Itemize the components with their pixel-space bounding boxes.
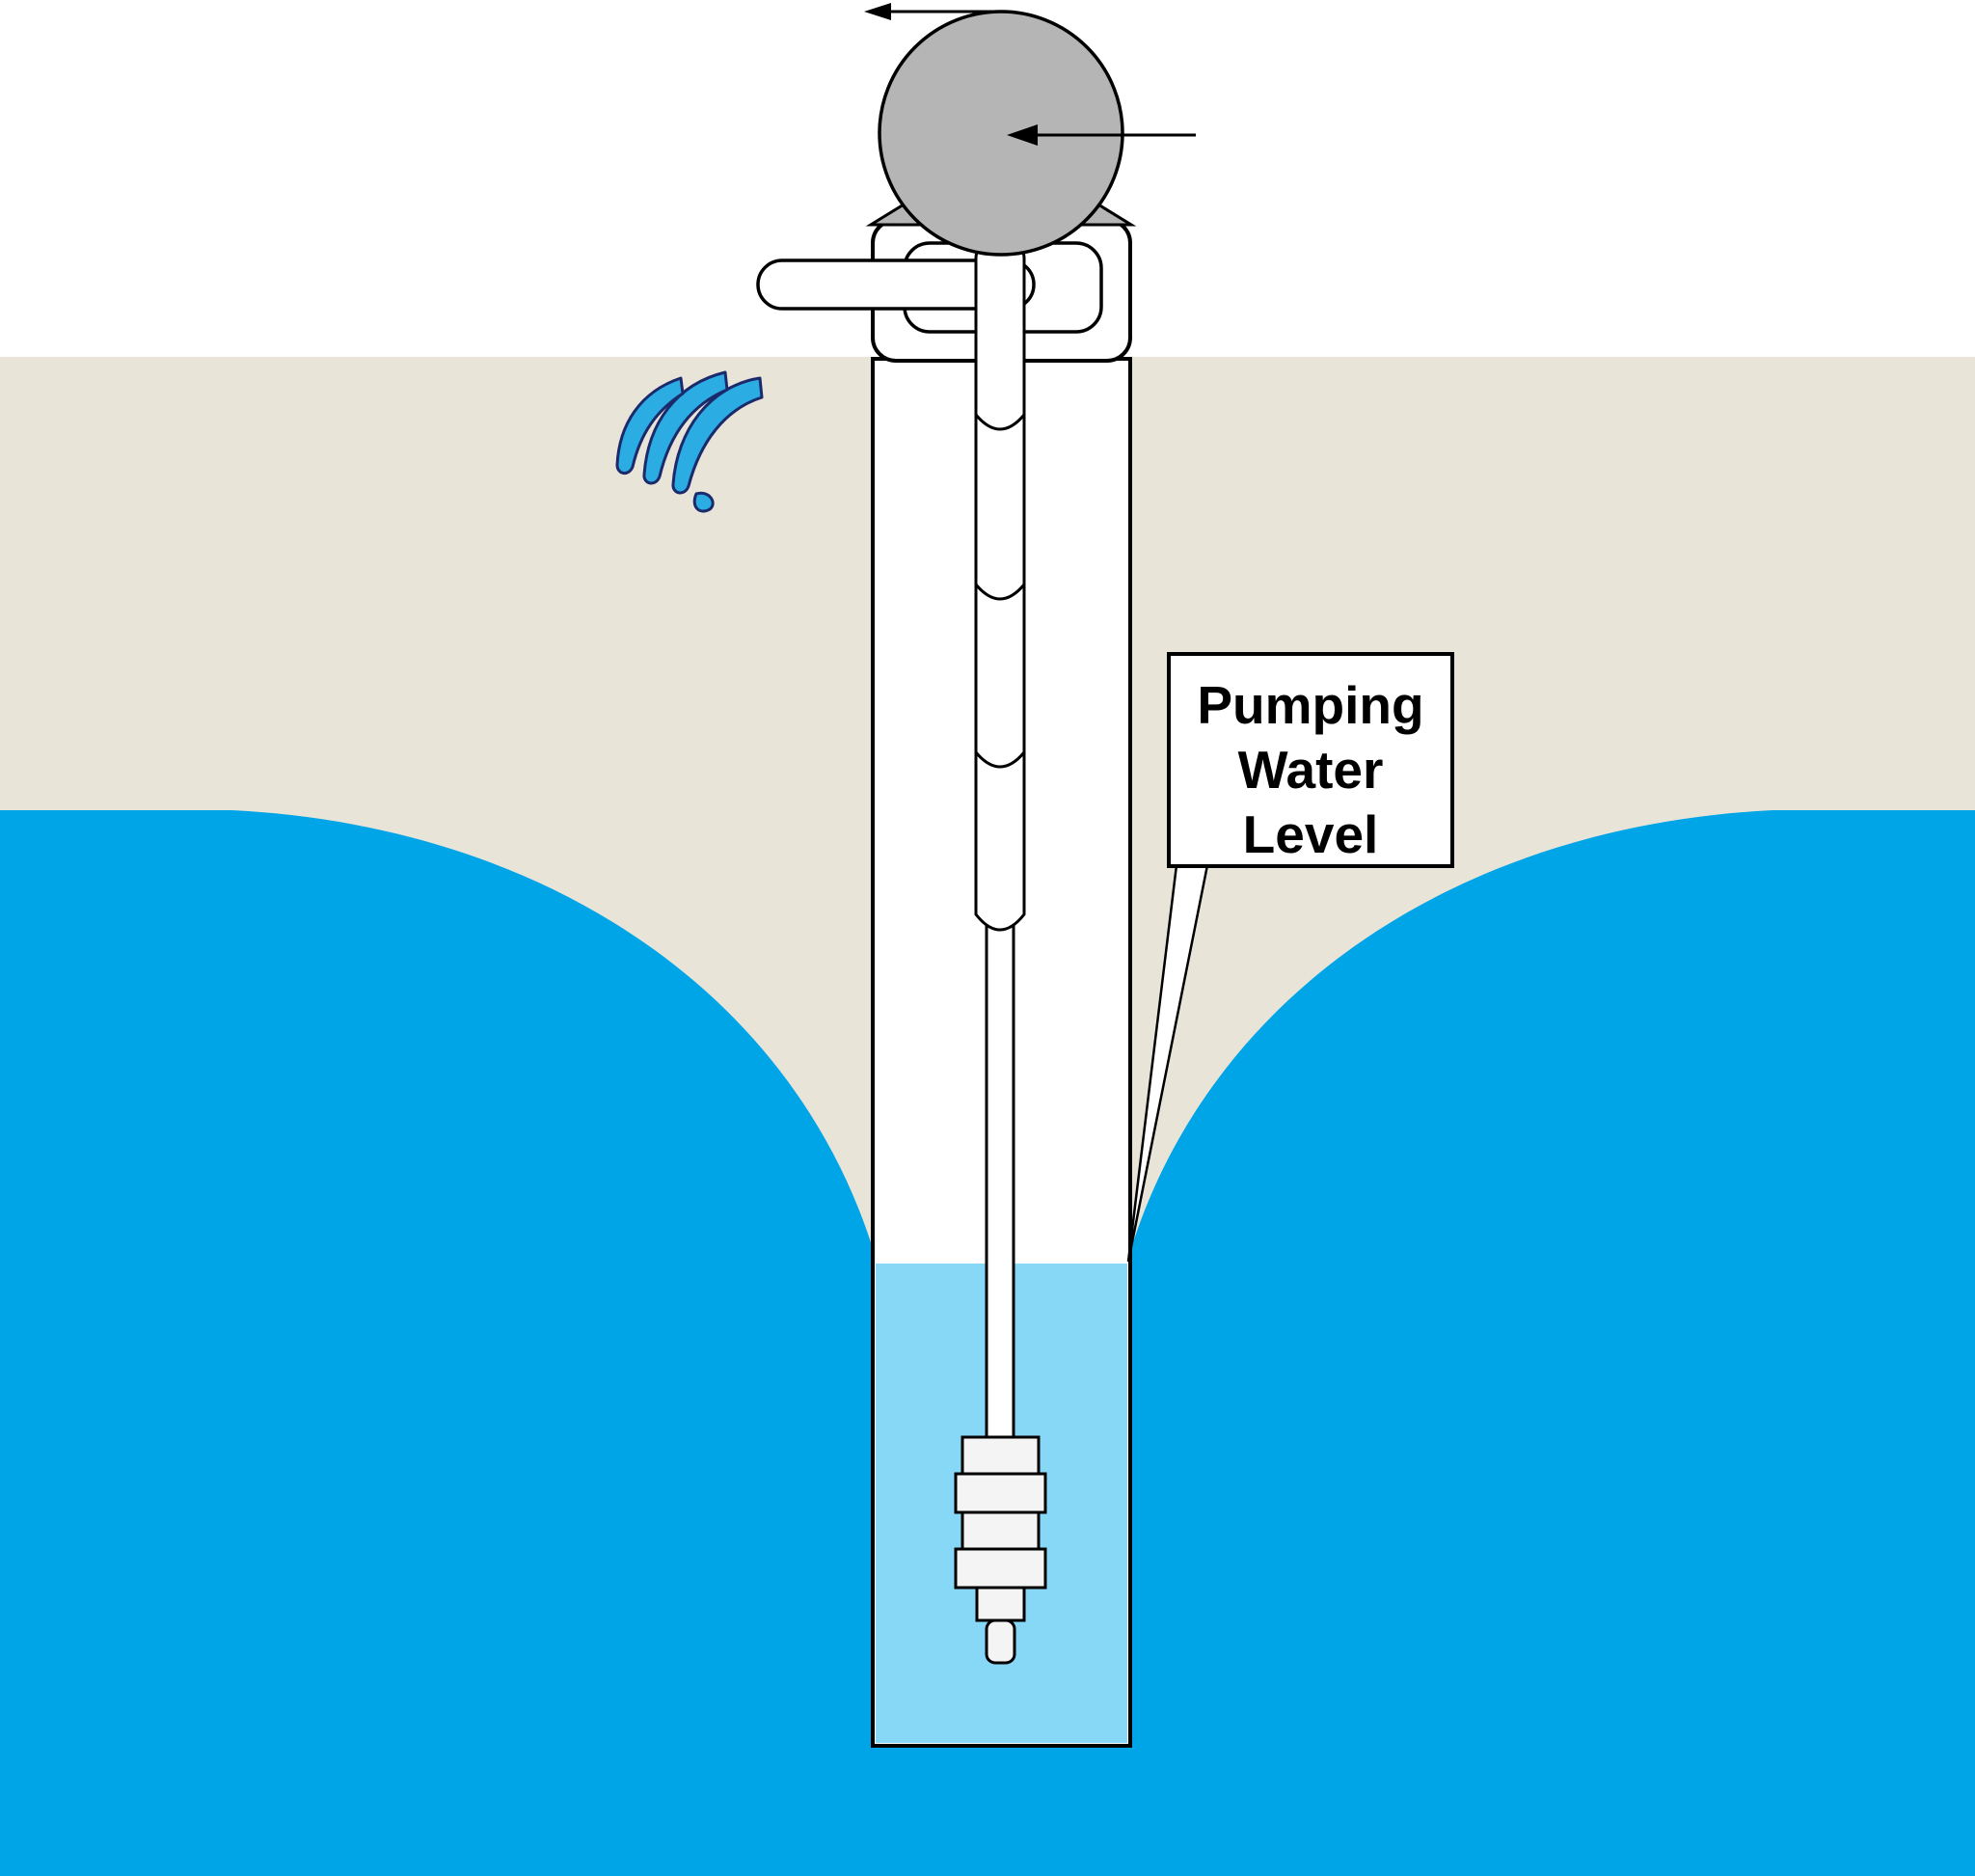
submersible-pump [954,1435,1047,1665]
pump-body-segment [960,1435,1041,1476]
pump-intake [975,1586,1026,1622]
pulley-wheel [878,10,1124,257]
drive-arrow-head [1007,124,1038,146]
rotation-arrow-head [864,3,891,20]
pipe-joint [974,751,1026,769]
pump-tail [985,1618,1016,1665]
pump-body-segment [954,1472,1047,1514]
pump-body-segment [954,1547,1047,1590]
pumping-water-level-label-line: Water [1238,740,1384,800]
drive-arrow-icon [1007,124,1196,146]
rotation-arrow-icon [864,3,1001,20]
pump-rod [985,922,1015,1451]
splash-stream [615,376,685,475]
splash-stream [642,370,729,485]
pumping-water-level-label-box [1167,652,1454,868]
splash-droplet [692,491,715,513]
pumping-water-level-label-line: Pumping [1197,675,1423,735]
pumping-water-level-label-line: Level [1243,804,1379,864]
pump-body-segment [960,1510,1041,1551]
pipe-joint [974,414,1026,431]
discharge-spout [756,258,1036,311]
drop-pipe [974,239,1026,932]
pipe-joint [974,584,1026,601]
splash-stream [671,376,764,495]
well-casing-outline [871,359,1132,1748]
water-splash-icon [615,370,764,513]
